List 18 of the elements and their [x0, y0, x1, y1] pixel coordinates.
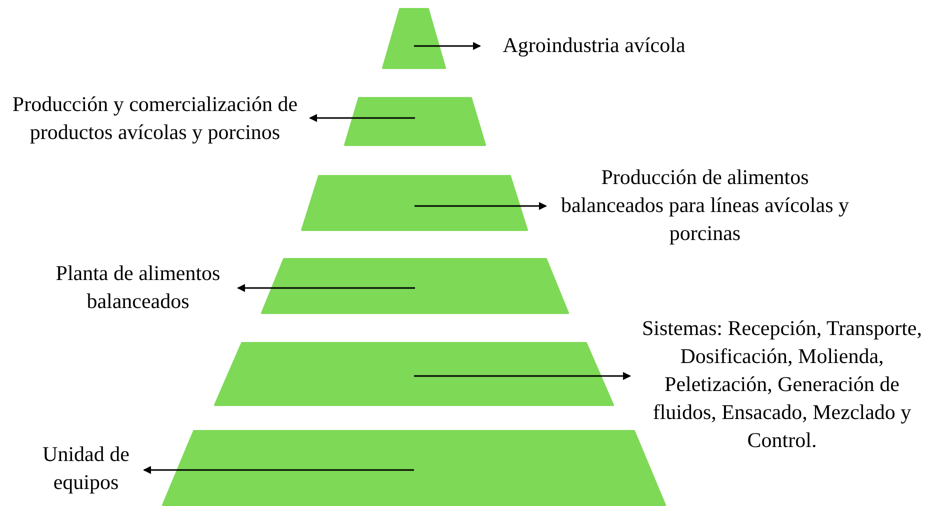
arrow — [414, 42, 481, 50]
level-label: Producción y comercialización de productos avícolas y porcinos — [11, 91, 299, 146]
arrow — [414, 202, 547, 210]
arrow — [414, 372, 631, 380]
trapezoid-level — [261, 258, 569, 314]
level-label: Agroindustria avícola — [502, 32, 686, 59]
trapezoid-level — [301, 175, 528, 231]
level-label: Producción de alimentos balanceados para líneas avícolas y porcinas — [560, 164, 850, 247]
trapezoid-level — [344, 97, 486, 146]
arrow — [237, 284, 415, 292]
trapezoid-level — [162, 430, 666, 506]
arrow — [309, 114, 415, 122]
arrow — [143, 466, 414, 474]
level-label: Planta de alimentos balanceados — [54, 260, 222, 315]
level-label: Sistemas: Recepción, Transporte, Dosificación, Molienda, Peletización, Generación de fluidos, Ensacado, Mezclado y Control. — [641, 315, 923, 454]
level-label: Unidad de equipos — [42, 441, 130, 496]
trapezoid-level — [214, 342, 614, 406]
trapezoid-level — [382, 8, 446, 69]
